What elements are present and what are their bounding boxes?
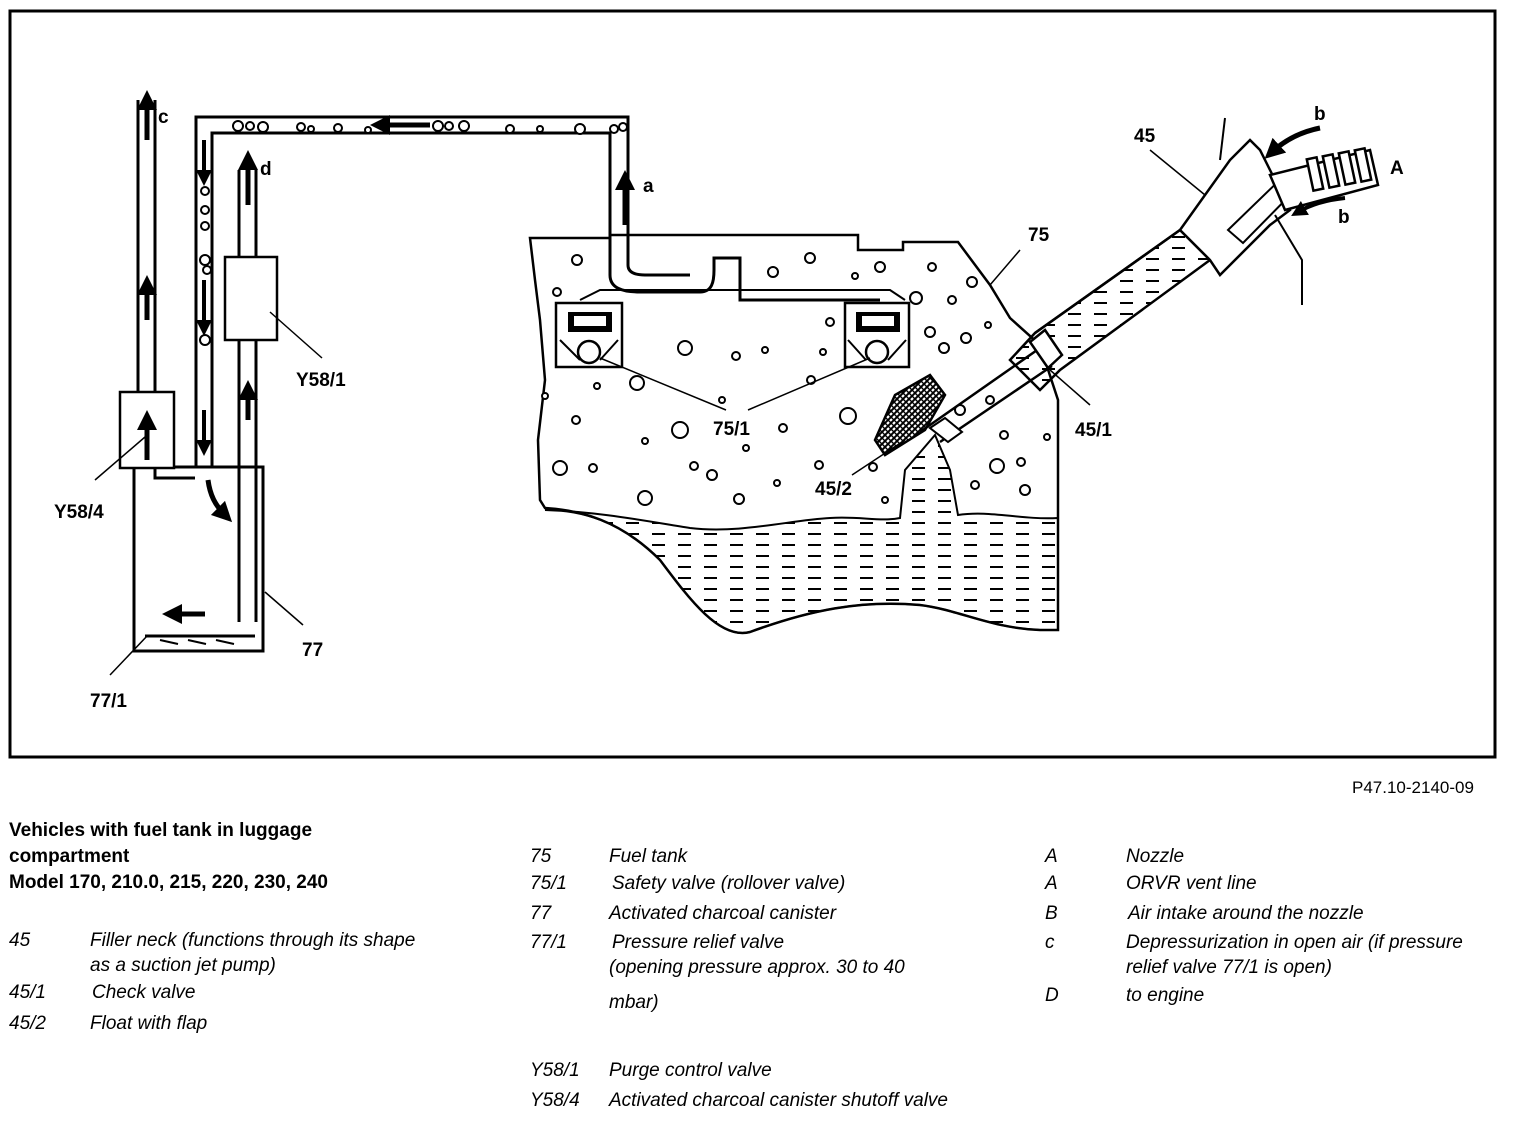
charcoal-canister [132,465,265,653]
label-b-top: b [1314,104,1326,125]
rollover-valve-left [554,301,624,369]
legend-key-B: B [1045,903,1058,924]
legend-desc-orvr: ORVR vent line [1126,873,1257,894]
depressurization-line [136,100,195,480]
legend-desc-B: Air intake around the nozzle [1128,903,1364,924]
legend-key-75: 75 [530,846,552,867]
label-75: 75 [1028,225,1050,246]
label-y58-4: Y58/4 [54,502,104,523]
label-d: d [260,159,272,180]
legend-key-A-nozzle: A [1045,846,1058,867]
legend-key-45-2: 45/2 [9,1013,46,1034]
legend-key-A-orvr: A [1045,873,1058,894]
legend-desc-45-2: Float with flap [90,1013,208,1034]
figure-reference: P47.10-2140-09 [1352,778,1474,797]
label-75-1: 75/1 [713,419,750,440]
label-45: 45 [1134,126,1156,147]
nozzle [1226,146,1380,245]
legend-desc-45-1: Check valve [92,982,196,1003]
legend-desc-nozzle: Nozzle [1126,846,1185,867]
legend-desc-77-1-line1: Pressure relief valve [612,932,785,953]
legend-key-77-1: 77/1 [530,932,567,953]
legend-desc-y58-1: Purge control valve [609,1060,772,1081]
legend-key-y58-1: Y58/1 [530,1060,580,1081]
legend-key-77: 77 [530,903,552,924]
legend-title: Vehicles with fuel tank in luggage compa… [9,820,329,893]
purge-control-valve [223,255,279,342]
legend-key-45: 45 [9,930,31,951]
label-77-1: 77/1 [90,691,127,712]
label-a: a [643,176,654,197]
legend-desc-77-1-line3: mbar) [609,992,659,1013]
evap-system-diagram: c d a b b A 45 45/1 45/2 75 75/1 77 77/1… [8,9,1497,759]
legend-desc-45: Filler neck (functions through its shape… [90,930,416,976]
fuel-tank [528,233,1060,635]
legend-key-c: c [1045,932,1055,953]
label-c: c [158,107,169,128]
label-77: 77 [302,640,323,661]
legend-key-y58-4: Y58/4 [530,1090,580,1111]
legend-desc-75-1: Safety valve (rollover valve) [612,873,846,894]
label-b-bottom: b [1338,207,1350,228]
label-45-1: 45/1 [1075,420,1112,441]
diagram-frame [8,9,1497,759]
legend-desc-c: Depressurization in open air (if pressur… [1126,932,1463,978]
label-A: A [1390,158,1404,179]
legend-key-75-1: 75/1 [530,873,567,894]
legend-desc-77: Activated charcoal canister [609,903,837,924]
check-valve [1028,328,1064,370]
label-45-2: 45/2 [815,479,852,500]
legend-desc-D: to engine [1126,985,1205,1006]
legend-desc-y58-4: Activated charcoal canister shutoff valv… [609,1090,949,1111]
label-y58-1: Y58/1 [296,370,346,391]
filler-neck [919,117,1380,444]
legend-key-D: D [1045,985,1059,1006]
legend-desc-77-1-line2: (opening pressure approx. 30 to 40 [609,957,905,978]
legend-key-45-1: 45/1 [9,982,46,1003]
rollover-valve-right [843,301,911,369]
legend-desc-75: Fuel tank [609,846,688,867]
float-with-flap [873,373,947,457]
